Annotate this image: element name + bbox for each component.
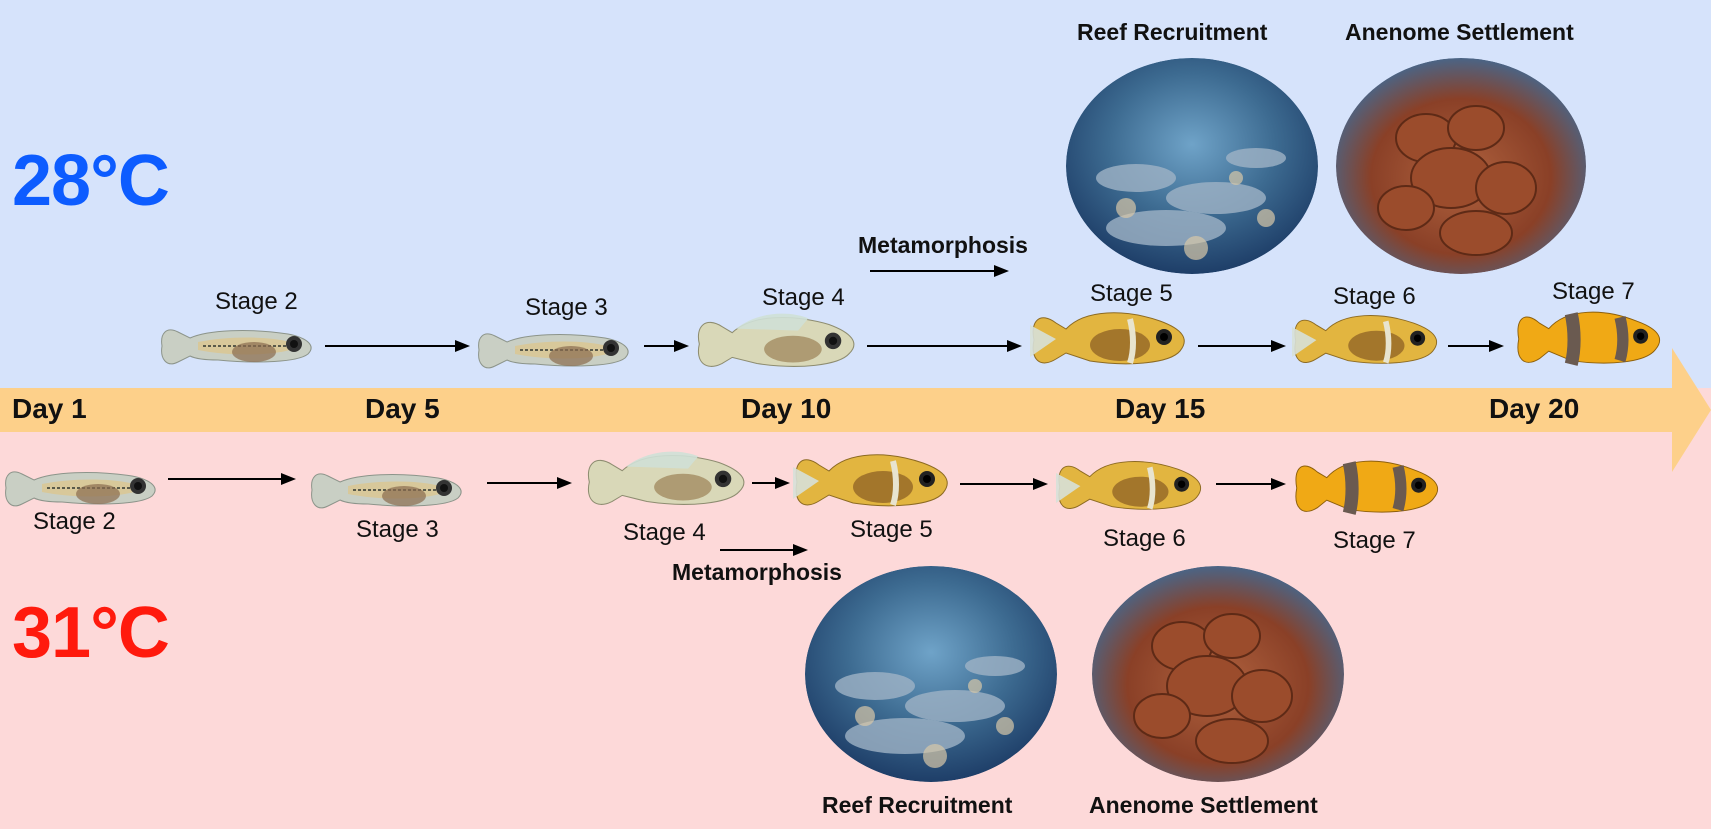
warm-stage-5-fish-icon bbox=[793, 446, 953, 518]
cool-stage-5-label: Stage 5 bbox=[1090, 280, 1173, 307]
cool-stage-7-label: Stage 7 bbox=[1552, 278, 1635, 305]
cool-stage-5-fish-icon bbox=[1030, 304, 1190, 376]
warm-stage-6-fish-icon bbox=[1056, 452, 1206, 522]
warm-reef-photo bbox=[805, 566, 1057, 782]
day-20-label: Day 20 bbox=[1489, 393, 1580, 424]
arrow-right-icon bbox=[1216, 478, 1286, 490]
warm-stage-3-fish-icon bbox=[308, 460, 468, 520]
cool-stage-2-label: Stage 2 bbox=[215, 288, 298, 315]
day-1-label: Day 1 bbox=[12, 393, 87, 424]
arrow-right-icon bbox=[325, 340, 470, 352]
metamorphosis-arrow-icon bbox=[870, 265, 1009, 277]
warm-metamorphosis-label: Metamorphosis bbox=[672, 559, 842, 585]
cool-reef-recruitment-label: Reef Recruitment bbox=[1077, 19, 1268, 45]
warm-anemone-photo bbox=[1092, 566, 1344, 782]
temperature-28-label: 28°C bbox=[12, 141, 170, 221]
warm-stage-2-label: Stage 2 bbox=[33, 508, 116, 535]
arrow-right-icon bbox=[867, 340, 1022, 352]
cool-stage-2-fish-icon bbox=[158, 316, 318, 376]
cool-stage-6-fish-icon bbox=[1292, 306, 1442, 376]
day-10-label: Day 10 bbox=[741, 393, 832, 424]
warm-stage-4-fish-icon bbox=[585, 446, 750, 518]
warm-reef-recruitment-label: Reef Recruitment bbox=[822, 792, 1013, 818]
arrow-right-icon bbox=[1448, 340, 1504, 352]
day-5-label: Day 5 bbox=[365, 393, 440, 424]
warm-stage-3-label: Stage 3 bbox=[356, 516, 439, 543]
cool-stage-4-label: Stage 4 bbox=[762, 284, 845, 311]
warm-stage-6-label: Stage 6 bbox=[1103, 525, 1186, 552]
arrow-right-icon bbox=[960, 478, 1048, 490]
arrow-right-icon bbox=[1198, 340, 1286, 352]
day-15-label: Day 15 bbox=[1115, 393, 1206, 424]
arrow-right-icon bbox=[752, 477, 790, 489]
arrow-right-icon bbox=[487, 477, 572, 489]
warm-stage-4-label: Stage 4 bbox=[623, 519, 706, 546]
metamorphosis-arrow-icon bbox=[720, 544, 808, 556]
arrow-right-icon bbox=[644, 340, 689, 352]
arrow-right-icon bbox=[168, 473, 296, 485]
warm-stage-7-fish-icon bbox=[1293, 452, 1443, 524]
cool-anemone-settlement-label: Anenome Settlement bbox=[1345, 19, 1574, 45]
cool-metamorphosis-label: Metamorphosis bbox=[858, 232, 1028, 258]
cool-stage-4-fish-icon bbox=[695, 308, 860, 380]
cool-stage-6-label: Stage 6 bbox=[1333, 283, 1416, 310]
warm-stage-5-label: Stage 5 bbox=[850, 516, 933, 543]
cool-reef-photo bbox=[1066, 58, 1318, 274]
warm-stage-7-label: Stage 7 bbox=[1333, 527, 1416, 554]
temperature-31-label: 31°C bbox=[12, 593, 170, 673]
cool-stage-7-fish-icon bbox=[1515, 303, 1665, 375]
cool-stage-3-label: Stage 3 bbox=[525, 294, 608, 321]
cool-anemone-photo bbox=[1336, 58, 1586, 274]
cool-stage-3-fish-icon bbox=[475, 320, 635, 380]
warm-anemone-settlement-label: Anenome Settlement bbox=[1089, 792, 1318, 818]
